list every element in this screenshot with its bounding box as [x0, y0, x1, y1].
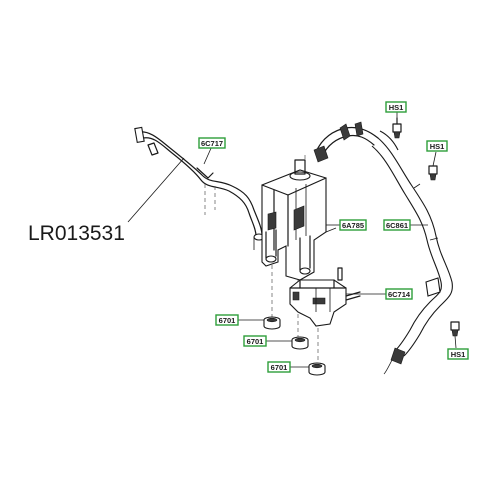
callout-6C717-text: 6C717 [201, 139, 223, 148]
vapour-separator-6C714 [289, 267, 361, 327]
callout-6701-c-text: 6701 [271, 363, 288, 372]
callout-6701-a: 6701 [215, 314, 239, 326]
callout-6C714-text: 6C714 [388, 290, 411, 299]
callout-6C714: 6C714 [385, 288, 413, 300]
callout-6C717: 6C717 [198, 137, 226, 149]
callout-6A785-text: 6A785 [342, 221, 364, 230]
hose-clip-middle [428, 165, 438, 181]
canister-outlet-hose [313, 121, 379, 163]
hose-clip-lower [450, 321, 460, 337]
callout-6C861: 6C861 [383, 219, 411, 231]
leader-lines [127, 112, 457, 368]
mounting-grommet-2 [291, 336, 309, 350]
callout-hs1-middle-text: HS1 [430, 142, 445, 151]
callout-hs1-top: HS1 [385, 101, 407, 113]
mounting-grommet-1 [263, 316, 281, 330]
part-number-label: LR013531 [28, 222, 125, 245]
callout-hs1-lower-text: HS1 [451, 350, 466, 359]
callout-6701-a-text: 6701 [219, 316, 236, 325]
callout-6701-b: 6701 [243, 335, 267, 347]
callout-hs1-middle: HS1 [426, 140, 448, 152]
carbon-canister-6A785 [261, 159, 337, 281]
callout-6701-c: 6701 [267, 361, 291, 373]
callout-6A785: 6A785 [339, 219, 367, 231]
callout-hs1-lower: HS1 [447, 348, 469, 360]
callout-6C861-text: 6C861 [386, 221, 408, 230]
callout-6701-b-text: 6701 [247, 337, 264, 346]
hose-clip-top [392, 117, 402, 139]
mounting-grommet-3 [308, 362, 326, 376]
vapour-hose-6C861 [371, 130, 453, 375]
callout-hs1-top-text: HS1 [389, 103, 404, 112]
